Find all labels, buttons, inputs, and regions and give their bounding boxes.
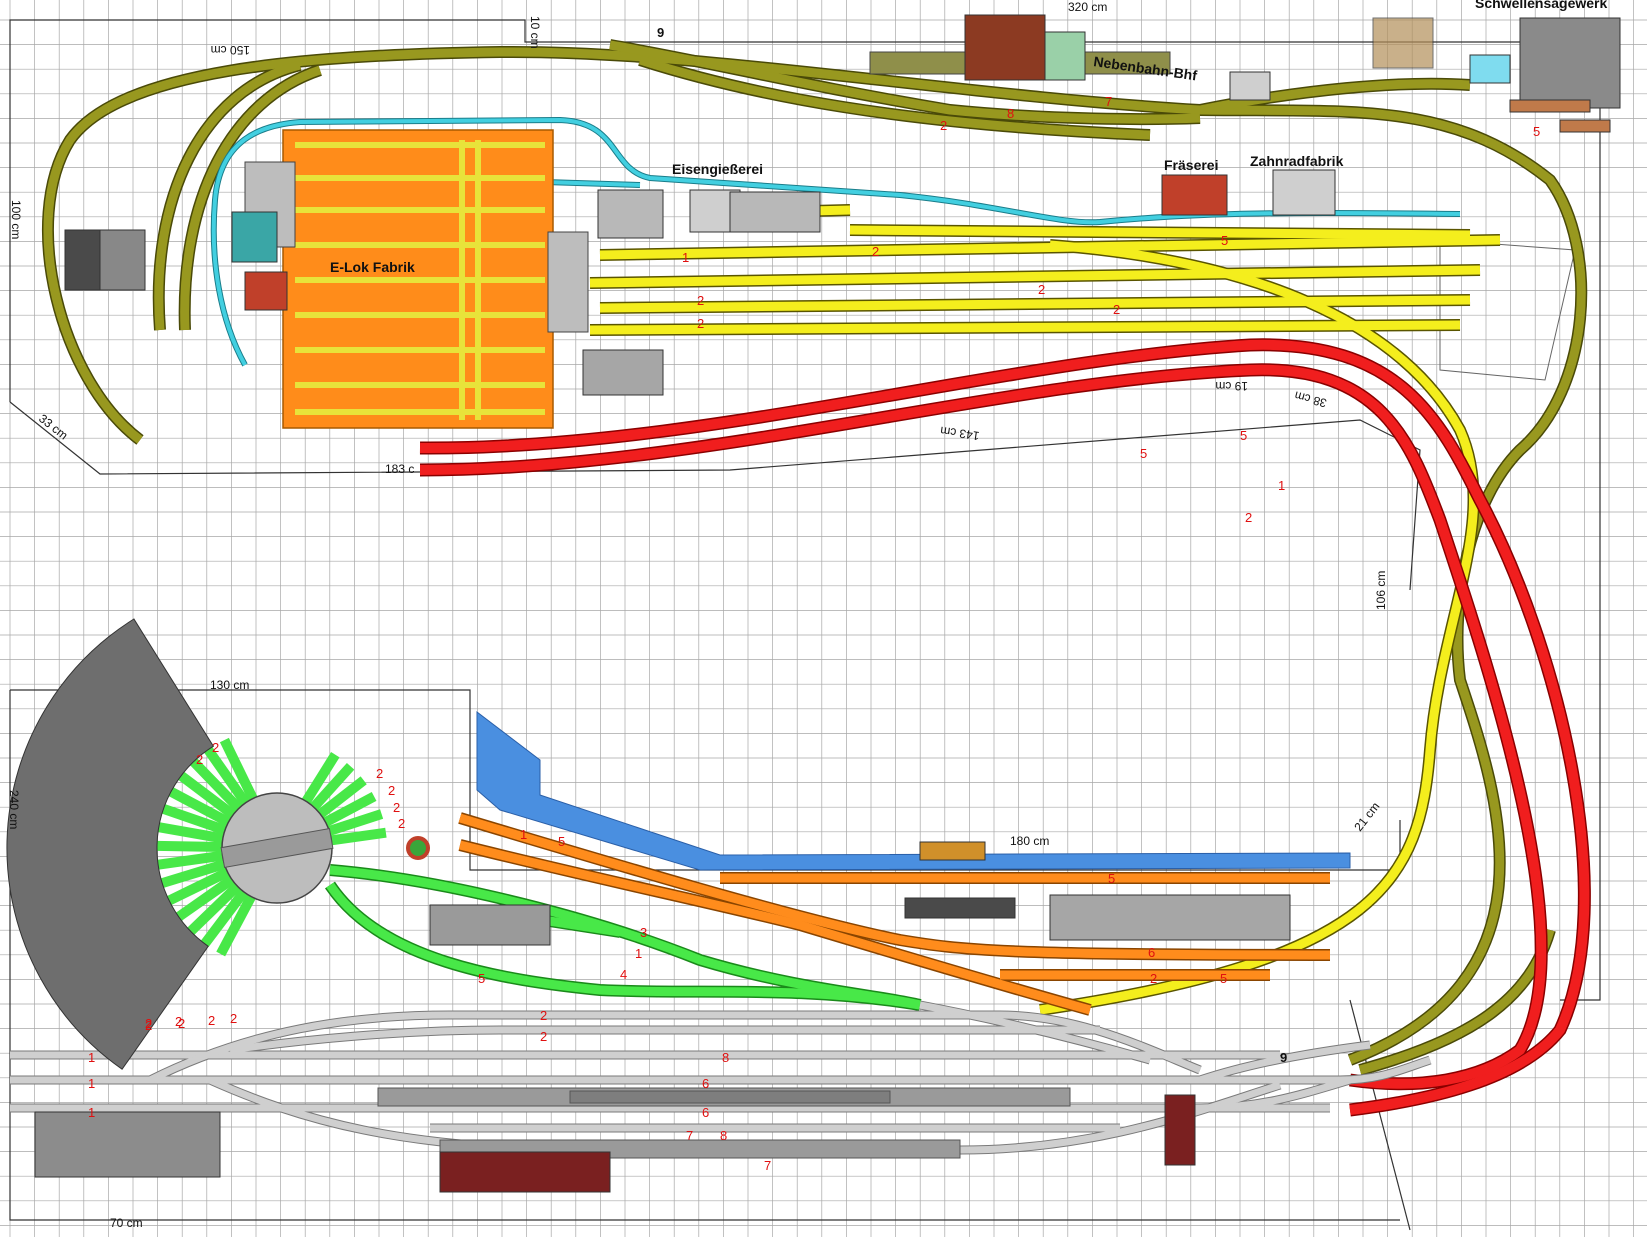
track-number: 5 [478, 971, 485, 986]
track-number: 5 [1108, 871, 1115, 886]
track-number: 1 [635, 946, 642, 961]
track-number: 2 [212, 740, 219, 755]
label-143cm: 143 cm [939, 424, 980, 443]
label-schwellensaegewerk: Schwellensägewerk [1475, 0, 1608, 11]
platforms [377, 1087, 1071, 1159]
track-number: 2 [1150, 971, 1157, 986]
track-number: 4 [620, 967, 627, 982]
track-number: 2 [398, 816, 405, 831]
label-150cm: 150 cm [211, 43, 250, 57]
track-number: 2 [178, 1016, 185, 1031]
green-tracks [156, 737, 922, 1011]
red-tracks [419, 338, 1591, 1117]
track-number: 1 [682, 250, 689, 265]
track-number: 2 [376, 766, 383, 781]
track-number: 2 [145, 1018, 152, 1033]
track-number: 6 [1148, 945, 1155, 960]
track-number: 8 [722, 1050, 729, 1065]
track-number: 5 [1533, 124, 1540, 139]
track-number: 2 [145, 1016, 152, 1031]
track-number: 2 [208, 1013, 215, 1028]
track-number: 1 [88, 1105, 95, 1120]
track-number: 1 [88, 1076, 95, 1091]
label-10cm: 10 cm [528, 16, 542, 49]
label-320cm: 320 cm [1068, 0, 1107, 14]
olive-tracks [41, 39, 1588, 1076]
track-number: 2 [393, 800, 400, 815]
label-eisengiesserei: Eisengießerei [672, 161, 763, 177]
yard-outline [1439, 239, 1576, 381]
track-number: 1 [88, 1050, 95, 1065]
label-fraeserei: Fräserei [1164, 157, 1218, 173]
label-240cm: 240 cm [7, 790, 21, 829]
track-number: 2 [697, 316, 704, 331]
gray-tracks [10, 1000, 1432, 1155]
water [476, 710, 1351, 871]
track-number: 7 [764, 1158, 771, 1173]
track-number: 7 [686, 1128, 693, 1143]
track-number: 3 [640, 925, 647, 940]
label-zahnradfabrik: Zahnradfabrik [1250, 153, 1344, 169]
building-labels: Nebenbahn-Bhf Schwellensägewerk Eisengie… [330, 0, 1608, 275]
track-number: 2 [1113, 302, 1120, 317]
track-number: 2 [940, 118, 947, 133]
track-number: 5 [1240, 428, 1247, 443]
track-number: 1 [1278, 478, 1285, 493]
track-number: 8 [1007, 106, 1014, 121]
track-number: 6 [702, 1105, 709, 1120]
track-number: 2 [175, 1014, 182, 1029]
track-number: 2 [540, 1008, 547, 1023]
track-number: 5 [1221, 233, 1228, 248]
label-180cm: 180 cm [1010, 834, 1049, 848]
label-130cm: 130 cm [210, 678, 249, 692]
label-38cm: 38 cm [1293, 388, 1328, 410]
label-70cm: 70 cm [110, 1216, 143, 1230]
track-number: 5 [1140, 446, 1147, 461]
track-number: 2 [196, 752, 203, 767]
label-19cm: 19 cm [1215, 379, 1248, 393]
track-9-bottom: 9 [1280, 1050, 1287, 1065]
label-183c: 183 c [385, 462, 414, 476]
track-number: 2 [1245, 510, 1252, 525]
orange-tracks [458, 812, 1331, 1016]
track-number: 8 [720, 1128, 727, 1143]
track-number: 5 [558, 834, 565, 849]
track-number: 2 [697, 293, 704, 308]
label-100cm: 100 cm [9, 200, 23, 239]
buildings [6, 14, 1621, 1193]
track-number: 2 [388, 783, 395, 798]
track-number: 5 [1220, 971, 1227, 986]
track-number: 7 [1105, 94, 1112, 109]
label-106cm: 106 cm [1374, 571, 1388, 610]
track-number: 2 [540, 1029, 547, 1044]
track-number: 6 [702, 1076, 709, 1091]
track-number: 2 [1038, 282, 1045, 297]
track-number: 2 [230, 1011, 237, 1026]
label-21cm: 21 cm [1351, 799, 1382, 833]
label-elok-fabrik: E-Lok Fabrik [330, 259, 415, 275]
track-9-top: 9 [657, 25, 664, 40]
track-number: 1 [520, 827, 527, 842]
track-number: 2 [872, 244, 879, 259]
